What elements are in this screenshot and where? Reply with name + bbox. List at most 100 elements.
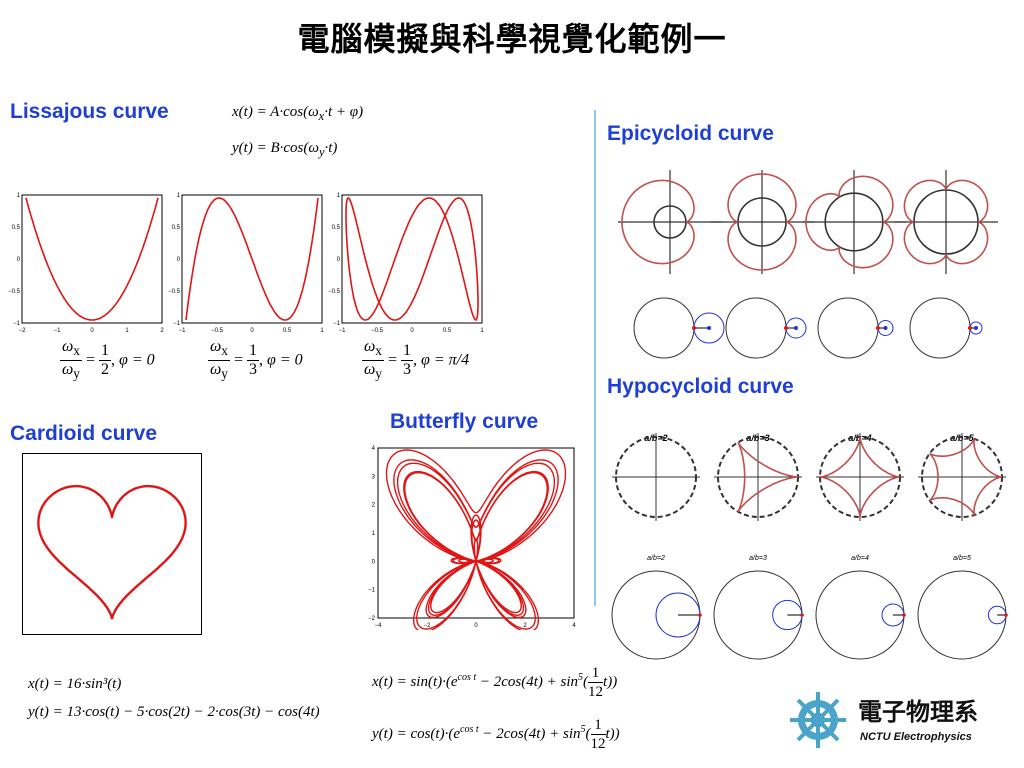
page-title: 電腦模擬與科學視覺化範例一 — [297, 20, 727, 58]
epicycloid-center-point — [707, 326, 711, 330]
lissajous-xtick: −0.5 — [211, 328, 224, 334]
lissajous-curve-2 — [185, 197, 319, 321]
lissajous-curve-1 — [25, 197, 159, 321]
epicycloid-trace-point — [968, 326, 972, 330]
lissajous-ytick: −0.5 — [328, 289, 341, 295]
epicycloid-figures — [618, 170, 998, 359]
butterfly-ytick: 4 — [372, 446, 376, 452]
hypocycloid-trace-point — [1004, 613, 1008, 617]
lissajous-xtick: −1 — [179, 328, 187, 334]
lissajous-frame-3 — [341, 194, 483, 324]
butterfly-ytick: 3 — [372, 474, 376, 480]
butterfly-xtick: 4 — [572, 623, 576, 629]
epicycloid-trace-point — [784, 326, 788, 330]
lissajous-xtick: 1 — [320, 328, 324, 334]
hypocycloid-ratio-label-small: a/b=4 — [851, 555, 869, 562]
epicycloid-fixed-circle — [909, 297, 971, 359]
lissajous-ytick: 1 — [17, 193, 21, 199]
lissajous-ytick: −1 — [173, 321, 181, 327]
lissajous-xtick: −1 — [339, 328, 347, 334]
lissajous-ytick: −0.5 — [168, 289, 181, 295]
lissajous-ytick: −1 — [333, 321, 341, 327]
hypocycloid-trace-point — [800, 613, 804, 617]
butterfly-xtick: 2 — [523, 623, 527, 629]
lissajous-xtick: 0 — [250, 328, 254, 334]
butterfly-ytick: 0 — [372, 559, 376, 565]
epicycloid-center-point — [974, 326, 978, 330]
lissajous-xtick: −1 — [54, 328, 62, 334]
lissajous-xtick: −0.5 — [371, 328, 384, 334]
epicycloid-curve — [727, 173, 797, 271]
lissajous-xtick: 0.5 — [283, 328, 292, 334]
lissajous-curve-3 — [345, 197, 479, 321]
epicycloid-trace-point — [692, 326, 696, 330]
lissajous-xtick: 2 — [160, 328, 164, 334]
lissajous-ytick: −0.5 — [8, 289, 21, 295]
logo-english: NCTU Electrophysics — [860, 731, 972, 743]
lissajous-ytick: 0.5 — [332, 225, 341, 231]
hypocycloid-trace-point — [698, 613, 702, 617]
butterfly-eq-x: x(t) = sin(t)·(ecos t − 2cos(4t) + sin5(… — [372, 665, 618, 700]
lissajous-xtick: 0 — [410, 328, 414, 334]
logo-chinese: 電子物理系 — [858, 698, 978, 726]
lissajous-xtick: 0 — [90, 328, 94, 334]
lissajous-frame-2 — [181, 194, 323, 324]
lissajous-eq-x: x(t) = A·cos(ωx·t + φ) — [232, 104, 364, 123]
hypocycloid-ratio-label-small: a/b=2 — [647, 555, 665, 562]
cardioid-plot — [22, 453, 202, 635]
butterfly-ytick: 2 — [372, 503, 376, 509]
lissajous-xtick: 1 — [125, 328, 129, 334]
butterfly-ytick: −1 — [368, 588, 376, 594]
epicycloid-center-point — [794, 326, 798, 330]
hypocycloid-label: Hypocycloid curve — [607, 375, 794, 398]
butterfly-ytick: 1 — [372, 531, 376, 537]
lissajous-ytick: −1 — [13, 321, 21, 327]
lissajous-eq-y: y(t) = B·cos(ωy·t) — [232, 140, 338, 159]
epicycloid-fixed-circle — [725, 297, 787, 359]
hypocycloid-curve — [737, 441, 798, 513]
butterfly-xtick: −2 — [424, 623, 432, 629]
epicycloid-curve — [805, 175, 894, 269]
lissajous-ytick: 0.5 — [172, 225, 181, 231]
hypocycloid-figures: a/b=2a/b=2a/b=3a/b=3a/b=4a/b=4a/b=5a/b=5 — [611, 433, 1008, 660]
lissajous-ytick: 0.5 — [12, 225, 21, 231]
lissajous-ytick: 0 — [177, 257, 181, 263]
column-divider — [594, 110, 596, 606]
epicycloid-label: Epicycloid curve — [607, 122, 774, 145]
lissajous-xtick: 0.5 — [443, 328, 452, 334]
lissajous-xtick: 1 — [480, 328, 484, 334]
epicycloid-fixed-circle — [633, 297, 695, 359]
hypocycloid-curve — [929, 438, 1002, 516]
cardioid-label: Cardioid curve — [10, 422, 158, 445]
logo-emblem-icon — [790, 692, 846, 748]
hypocycloid-outer-circle — [615, 436, 697, 518]
cardioid-eq-y: y(t) = 13·cos(t) − 5·cos(2t) − 2·cos(3t)… — [28, 704, 320, 720]
butterfly-curve — [385, 449, 567, 630]
lissajous-frame-1 — [21, 194, 163, 324]
epicycloid-fixed-circle — [817, 297, 879, 359]
cardioid-curve — [37, 485, 187, 620]
epicycloid-curve — [903, 179, 989, 265]
nctu-logo: 電子物理系 NCTU Electrophysics — [790, 692, 978, 748]
butterfly-label: Butterfly curve — [390, 410, 539, 433]
butterfly-frame — [377, 447, 575, 619]
lissajous-xtick: −2 — [19, 328, 27, 334]
butterfly-eq-y: y(t) = cos(t)·(ecos t − 2cos(4t) + sin5(… — [372, 717, 620, 752]
hypocycloid-fixed-circle — [917, 570, 1007, 660]
lissajous-ytick: 0 — [17, 257, 21, 263]
lissajous-ytick: 0 — [337, 257, 341, 263]
epicycloid-curve — [621, 179, 695, 265]
hypocycloid-ratio-label-small: a/b=5 — [953, 555, 971, 562]
cardioid-eq-x: x(t) = 16·sin³(t) — [28, 676, 122, 692]
epicycloid-center-point — [883, 326, 888, 330]
hypocycloid-curve — [820, 437, 900, 517]
hypocycloid-fixed-circle — [815, 570, 905, 660]
butterfly-xtick: −4 — [375, 623, 383, 629]
lissajous-label: Lissajous curve — [10, 100, 169, 123]
butterfly-xtick: 0 — [474, 623, 478, 629]
lissajous-ytick: 1 — [177, 193, 181, 199]
